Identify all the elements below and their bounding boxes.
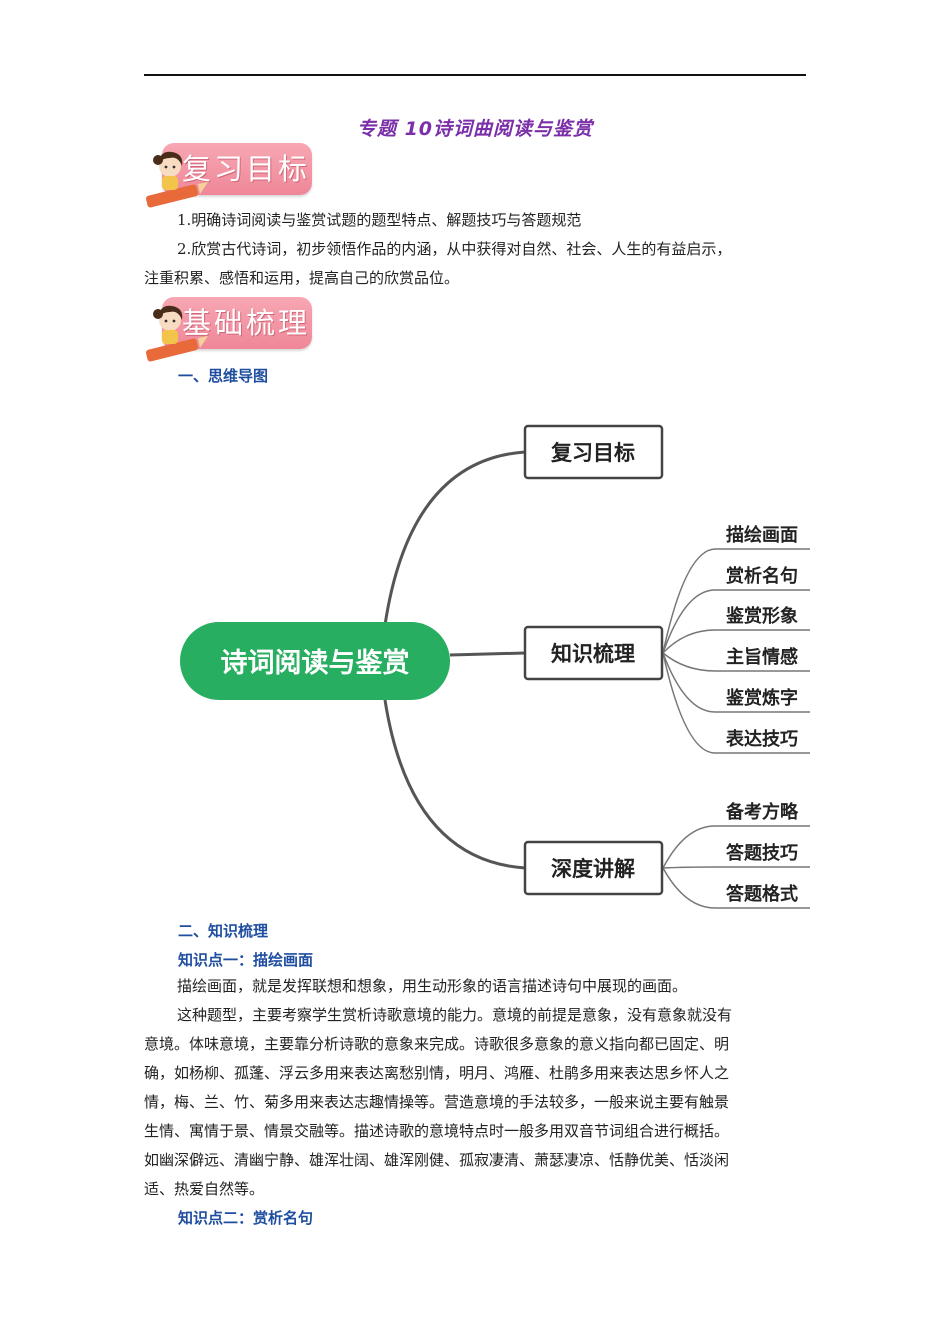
- goal-item-2-line-1: 2.欣赏古代诗词，初步领悟作品的内涵，从中获得对自然、社会、人生的有益启示，: [177, 240, 732, 258]
- root-node: [180, 622, 450, 700]
- branch-goals-box: [523, 424, 664, 480]
- paragraph-line: 适、热爱自然等。: [144, 1180, 265, 1198]
- mindmap-heading: 一、思维导图: [178, 367, 269, 385]
- document-title: 专题 10诗词曲阅读与鉴赏: [356, 118, 594, 140]
- paragraph-line: 生情、寓情于景、情景交融等。描述诗歌的意境特点时一般多用双音节词组合进行概括。: [144, 1122, 730, 1140]
- leaf-label: 描绘画面: [726, 524, 798, 546]
- mind-map: 诗词阅读与鉴赏 复习目标 知识梳理 深度讲解 描绘画面 赏析名句 鉴赏形象 主旨…: [180, 424, 810, 909]
- leaf-label: 赏析名句: [726, 565, 798, 587]
- knowledge-heading: 二、知识梳理: [178, 922, 269, 940]
- leaf-label: 答题技巧: [726, 842, 798, 864]
- header-rule: [144, 74, 806, 76]
- point1-heading: 知识点一：描绘画面: [178, 951, 314, 969]
- connector-deep: [383, 699, 526, 870]
- paragraph-line: 如幽深僻远、清幽宁静、雄浑壮阔、雄浑刚健、孤寂凄清、萧瑟凄凉、恬静优美、恬淡闲: [144, 1151, 730, 1169]
- branch-goals-label: 复习目标: [550, 441, 635, 465]
- banner-label: 复习目标: [181, 152, 310, 186]
- leaf-label: 鉴赏形象: [725, 605, 798, 627]
- paragraph-line: 确，如杨柳、孤蓬、浮云多用来表达离愁别情，明月、鸿雁、杜鹃多用来表达思乡怀人之: [144, 1064, 730, 1082]
- connector-goals: [383, 450, 526, 626]
- branch-knowledge-label: 知识梳理: [551, 642, 635, 666]
- basics-banner: 基础梳理: [144, 294, 319, 362]
- leaf-label: 主旨情感: [726, 646, 798, 668]
- branch-deep-label: 深度讲解: [551, 857, 635, 881]
- point1-paragraph: 这种题型，主要考察学生赏析诗歌意境的能力。意境的前提是意象，没有意象就没有 意境…: [144, 1001, 806, 1204]
- paragraph-line: 意境。体味意境，主要靠分析诗歌的意象来完成。诗歌很多意象的意义指向都已固定、明: [144, 1035, 730, 1053]
- root-label: 诗词阅读与鉴赏: [221, 648, 410, 679]
- leaf-label: 答题格式: [726, 883, 798, 905]
- leaf-label: 备考方略: [725, 801, 799, 823]
- branch-deep-box: [523, 840, 664, 896]
- goal-item-2-line-2: 注重积累、感悟和运用，提高自己的欣赏品位。: [144, 269, 460, 287]
- point2-heading: 知识点二：赏析名句: [178, 1209, 314, 1227]
- girl-with-pencil-icon: [145, 305, 208, 362]
- paragraph-line: 这种题型，主要考察学生赏析诗歌意境的能力。意境的前提是意象，没有意象就没有: [177, 1006, 733, 1024]
- connector-knowledge: [449, 651, 526, 657]
- point1-intro: 描绘画面，就是发挥联想和想象，用生动形象的语言描述诗句中展现的画面。: [177, 977, 688, 995]
- leaf-label: 鉴赏炼字: [725, 687, 798, 709]
- goals-banner: 复习目标: [144, 140, 319, 208]
- paragraph-line: 情，梅、兰、竹、菊多用来表达志趣情操等。营造意境的手法较多，一般来说主要有触景: [144, 1093, 730, 1111]
- girl-with-pencil-icon: [145, 151, 208, 208]
- branch-knowledge-box: [523, 625, 664, 681]
- leaf-label: 表达技巧: [726, 728, 798, 750]
- banner-label: 基础梳理: [181, 306, 310, 340]
- goal-item-1: 1.明确诗词阅读与鉴赏试题的题型特点、解题技巧与答题规范: [177, 211, 582, 229]
